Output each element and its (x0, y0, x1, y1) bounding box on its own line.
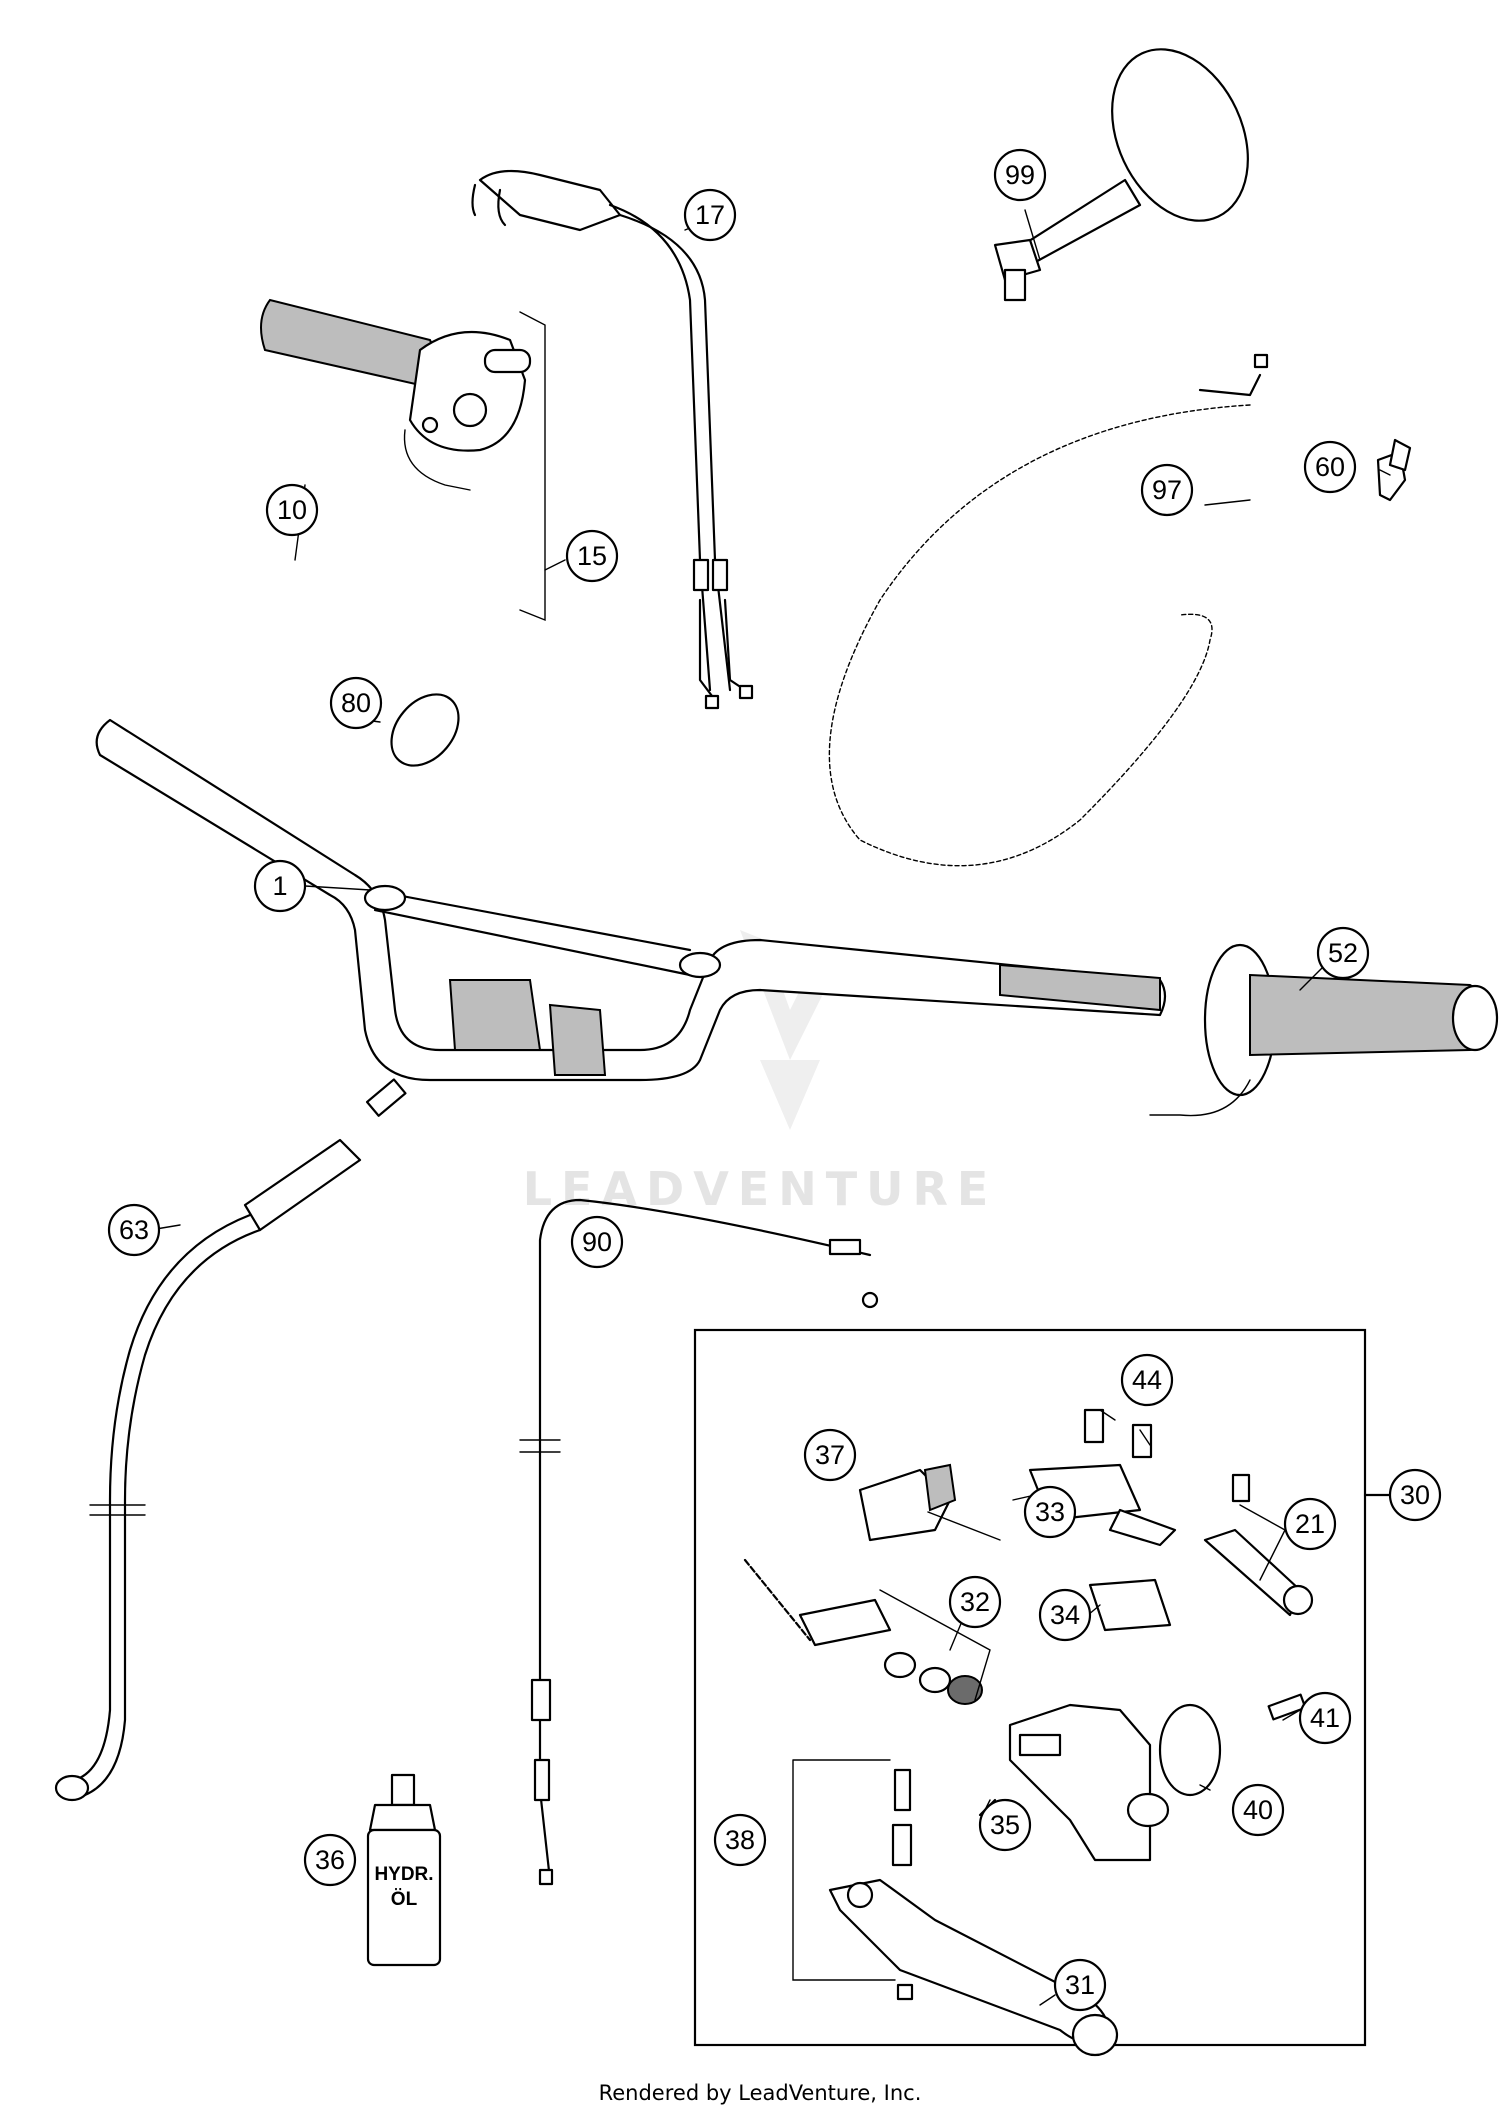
callout-99: 99 (993, 148, 1047, 202)
footer-credit: Rendered by LeadVenture, Inc. (599, 2081, 922, 2105)
callout-90: 90 (570, 1215, 624, 1269)
svg-text:35: 35 (990, 1810, 1020, 1840)
svg-text:10: 10 (277, 495, 307, 525)
svg-text:30: 30 (1400, 1480, 1430, 1510)
svg-text:33: 33 (1035, 1497, 1065, 1527)
callout-97: 97 (1140, 463, 1194, 517)
svg-text:60: 60 (1315, 452, 1345, 482)
callout-32: 32 (948, 1575, 1002, 1629)
svg-text:31: 31 (1065, 1970, 1095, 2000)
oil-bottle: HYDR. ÖL (366, 1773, 442, 1967)
svg-text:34: 34 (1050, 1600, 1080, 1630)
svg-text:21: 21 (1295, 1509, 1325, 1539)
svg-text:44: 44 (1132, 1365, 1162, 1395)
clutch-cable (828, 353, 1269, 867)
svg-text:37: 37 (815, 1440, 845, 1470)
svg-text:17: 17 (695, 200, 725, 230)
callout-52: 52 (1316, 926, 1370, 980)
callout-36: 36 (303, 1833, 357, 1887)
retaining-ring (390, 693, 460, 767)
svg-text:90: 90 (582, 1227, 612, 1257)
callout-44: 44 (1120, 1353, 1174, 1407)
callout-15: 15 (565, 529, 619, 583)
svg-text:41: 41 (1310, 1703, 1340, 1733)
svg-text:36: 36 (315, 1845, 345, 1875)
svg-text:99: 99 (1005, 160, 1035, 190)
callout-63: 63 (107, 1203, 161, 1257)
svg-text:97: 97 (1152, 475, 1182, 505)
watermark-text: LEADVENTURE (523, 1162, 998, 1216)
oil-label-line1: HYDR. (374, 1864, 433, 1885)
svg-text:40: 40 (1243, 1795, 1273, 1825)
callout-37: 37 (803, 1428, 857, 1482)
svg-text:38: 38 (725, 1825, 755, 1855)
throttle-cable (471, 169, 754, 710)
clutch-line (54, 1078, 407, 1802)
clutch-fitting (1376, 438, 1412, 502)
callout-80: 80 (329, 676, 383, 730)
callout-17: 17 (683, 188, 737, 242)
throttle-grip (260, 298, 546, 622)
callout-35: 35 (978, 1798, 1032, 1852)
left-grip (1149, 943, 1499, 1117)
mirror (993, 48, 1249, 302)
oil-label-line2: ÖL (391, 1889, 418, 1910)
callout-34: 34 (1038, 1588, 1092, 1642)
svg-text:63: 63 (119, 1215, 149, 1245)
svg-text:1: 1 (272, 871, 287, 901)
callout-1: 1 (253, 859, 307, 913)
svg-text:15: 15 (577, 541, 607, 571)
handlebar (95, 718, 1167, 1082)
callout-41: 41 (1298, 1691, 1352, 1745)
callout-30: 30 (1388, 1468, 1442, 1522)
svg-text:52: 52 (1328, 938, 1358, 968)
callout-10: 10 (265, 483, 319, 537)
svg-text:32: 32 (960, 1587, 990, 1617)
callout-33: 33 (1023, 1485, 1077, 1539)
brake-master-cylinder-group (693, 1328, 1392, 2057)
callout-40: 40 (1231, 1783, 1285, 1837)
callout-31: 31 (1053, 1958, 1107, 2012)
svg-text:80: 80 (341, 688, 371, 718)
callout-21: 21 (1283, 1497, 1337, 1551)
callout-38: 38 (713, 1813, 767, 1867)
cable-90 (519, 1198, 879, 1886)
callout-60: 60 (1303, 440, 1357, 494)
